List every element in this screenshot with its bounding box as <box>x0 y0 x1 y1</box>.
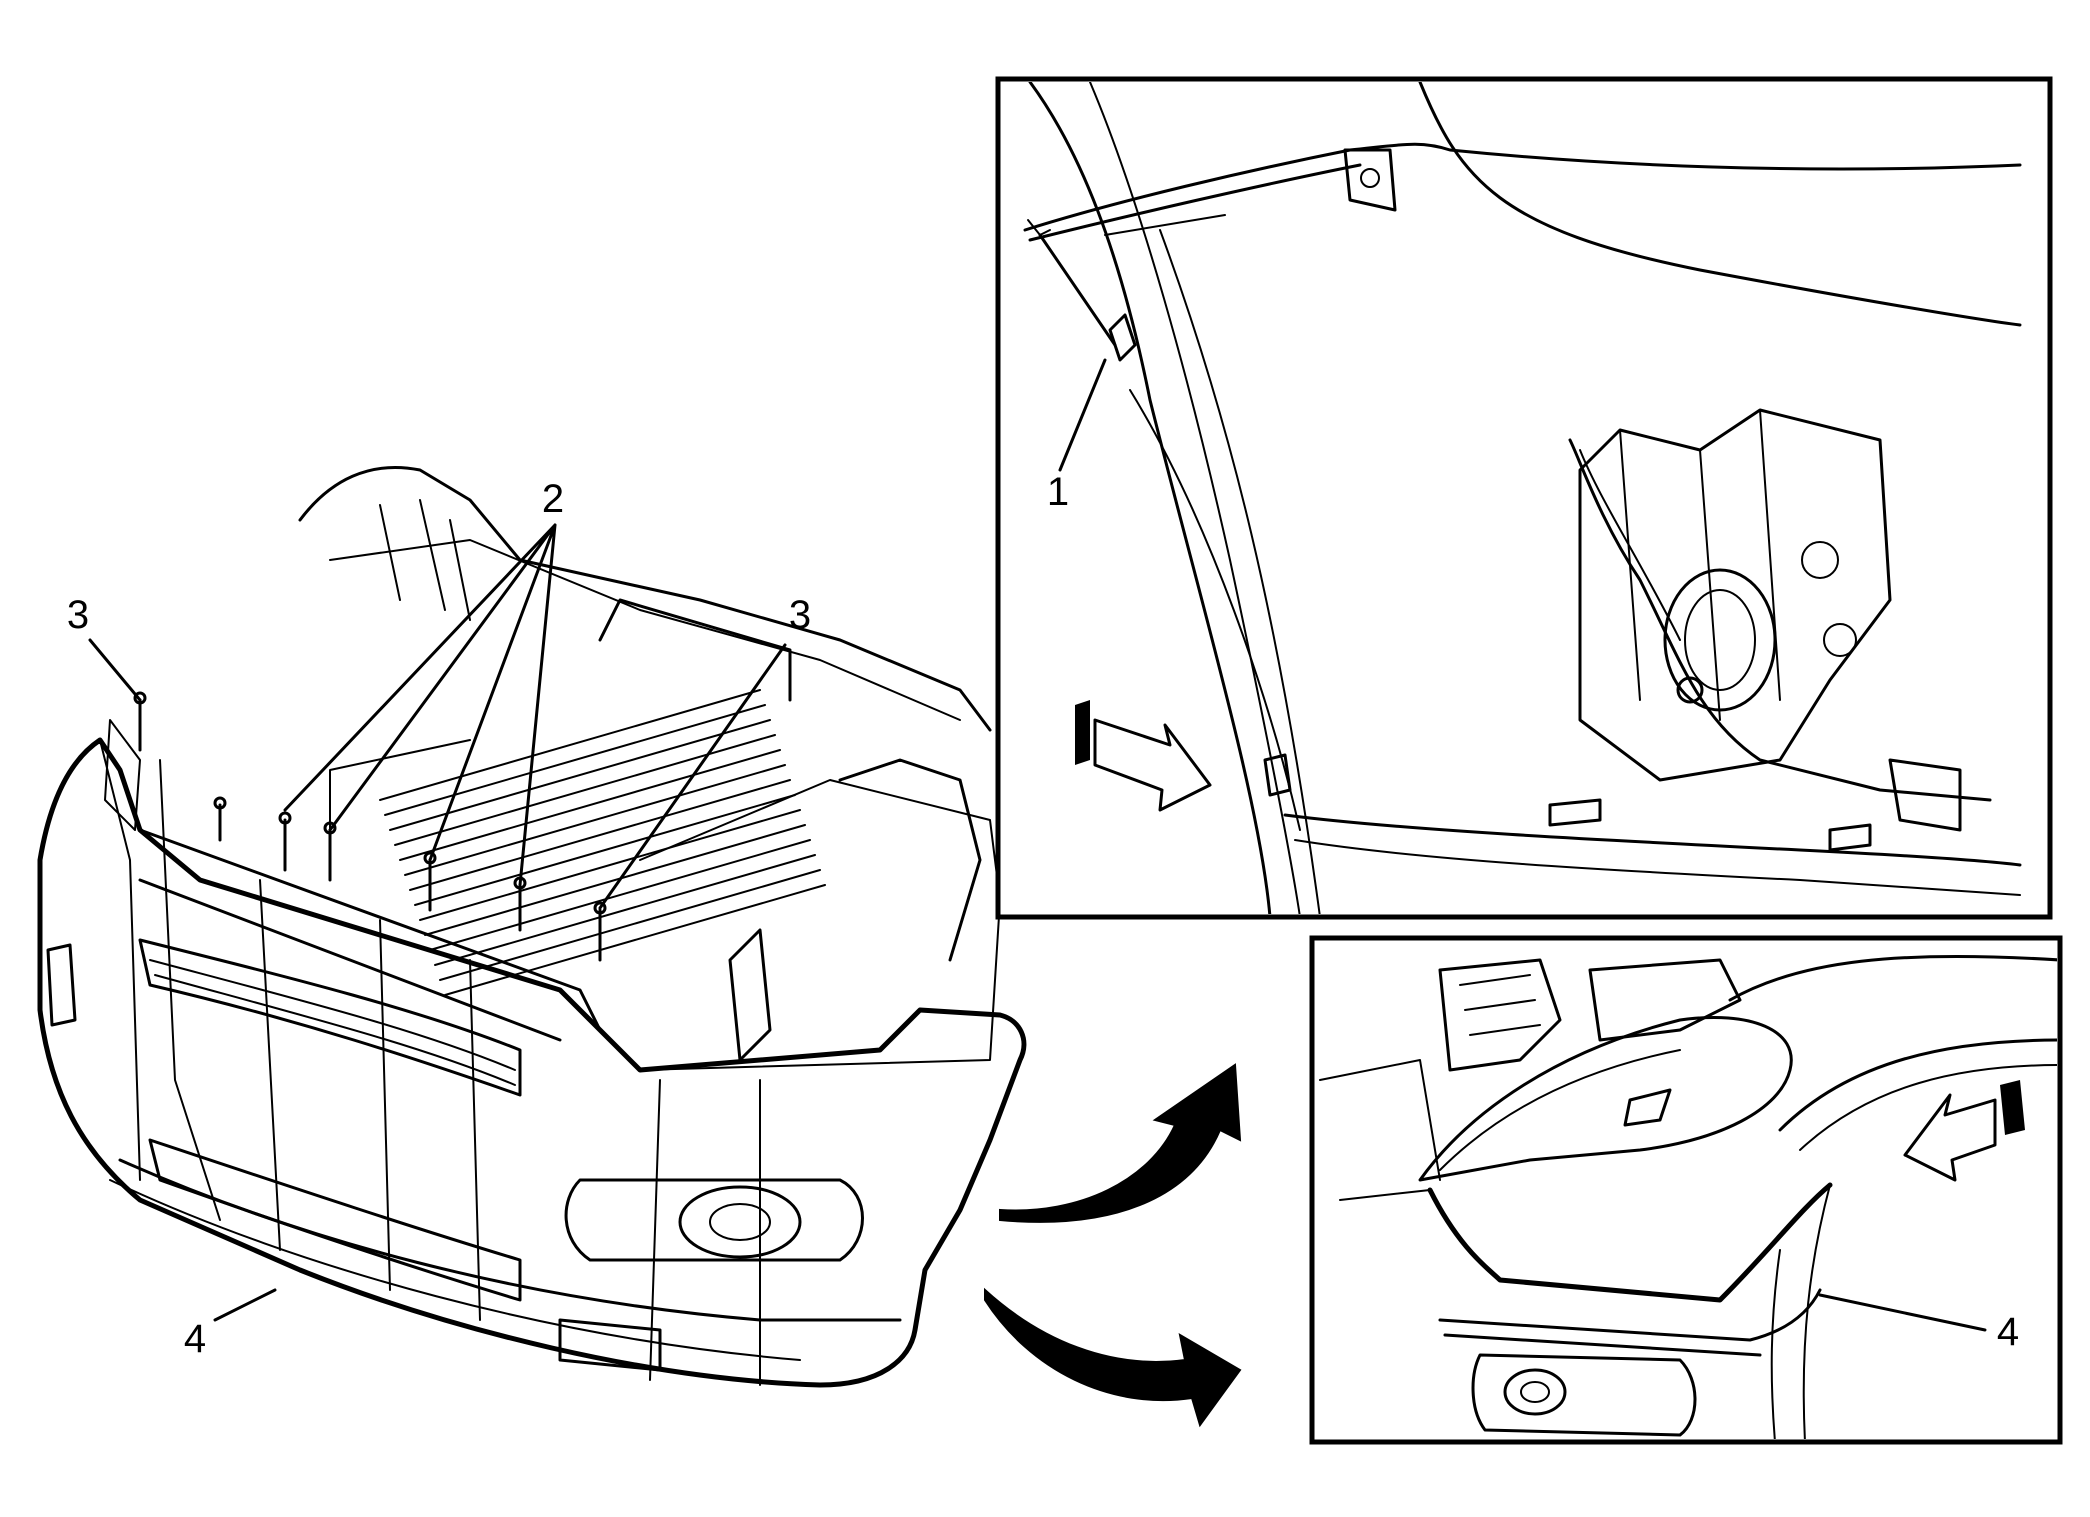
engine-compartment <box>298 465 1001 1071</box>
curved-arrow-icon <box>999 1063 1242 1223</box>
leader-lines <box>88 523 787 1322</box>
callout-2: 2 <box>542 477 564 521</box>
front-fascia <box>37 719 1027 1388</box>
leader-4-inset <box>1818 1293 1987 1332</box>
inset-lower-fascia: 4 <box>1309 935 2063 1445</box>
curved-arrow-icon <box>984 1287 1242 1428</box>
direction-arrow-icon <box>1903 1080 2025 1182</box>
inset-upper-retainer: 1 <box>995 76 2053 920</box>
leader-1 <box>1058 358 1107 472</box>
callout-3-left: 3 <box>67 593 89 637</box>
callout-1: 1 <box>1047 470 1069 514</box>
radiator-fins <box>379 689 826 1062</box>
callout-3-right: 3 <box>789 593 811 637</box>
direction-arrow-icon <box>1075 700 1212 812</box>
main-fascia-view: 2 3 3 4 <box>37 465 1027 1388</box>
callout-4-inset: 4 <box>1997 1310 2019 1354</box>
callout-4-main: 4 <box>184 1317 206 1361</box>
